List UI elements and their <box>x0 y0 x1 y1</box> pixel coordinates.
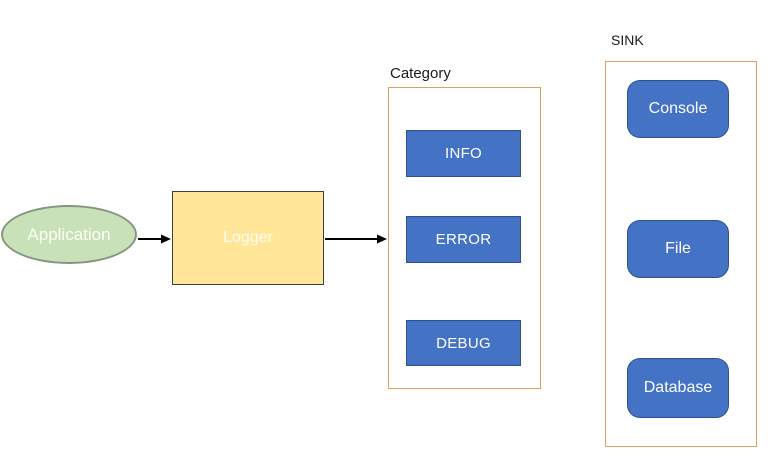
sink-node-database: Database <box>627 358 729 418</box>
category-node-debug: DEBUG <box>406 320 521 366</box>
sink-node-file: File <box>627 220 729 278</box>
category-node-error-label: ERROR <box>435 231 492 248</box>
sink-node-console: Console <box>627 80 729 138</box>
logger-node: Logger <box>172 191 324 285</box>
category-node-info: INFO <box>406 130 521 177</box>
category-node-info-label: INFO <box>444 145 483 162</box>
category-node-debug-label: DEBUG <box>436 334 491 352</box>
sink-group-title: SINK <box>611 32 644 48</box>
sink-node-database-label: Database <box>643 379 713 396</box>
sink-node-file-label: File <box>665 240 691 257</box>
application-node-label: Application <box>27 224 111 244</box>
category-group-title: Category <box>390 65 451 82</box>
sink-node-console-label: Console <box>648 100 708 117</box>
application-node: Application <box>1 205 137 264</box>
logger-node-label: Logger <box>223 229 273 246</box>
arrow-logger-to-category <box>325 234 387 244</box>
arrow-application-to-logger <box>138 234 171 244</box>
category-node-error: ERROR <box>406 216 521 263</box>
